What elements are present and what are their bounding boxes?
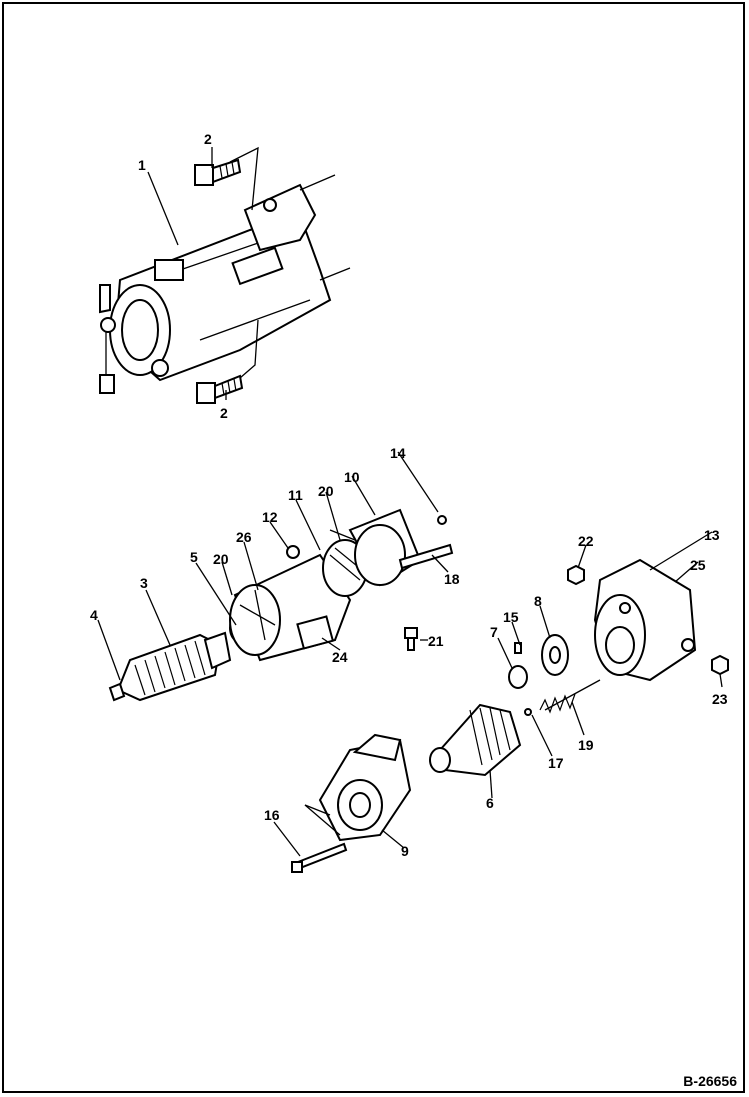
callout-16: 16 [264,807,280,823]
callout-20-left: 20 [213,551,229,567]
callout-17: 17 [548,755,564,771]
front-bracket [318,733,412,842]
callout-2-top: 2 [204,131,212,147]
long-bolt [291,842,348,873]
callout-18: 18 [444,571,460,587]
screw-21 [404,627,418,651]
gear [541,634,569,676]
yoke [229,553,352,662]
callout-19: 19 [578,737,594,753]
callout-7: 7 [490,624,498,640]
end-cover [348,508,454,587]
callout-23: 23 [712,691,728,707]
drawing-id: B-26656 [683,1073,737,1089]
callout-8: 8 [534,593,542,609]
drive-housing [593,558,697,682]
callout-3: 3 [140,575,148,591]
leader-lines [97,146,723,857]
callout-11: 11 [288,487,303,503]
bolt-top [194,158,242,186]
callouts: 1 2 2 3 4 5 6 7 8 9 10 11 12 13 14 15 16… [90,131,728,859]
callout-6: 6 [486,795,494,811]
spring [524,693,576,716]
callout-21: 21 [428,633,444,649]
callout-4: 4 [90,607,98,623]
pinion-clutch [429,703,522,777]
callout-22: 22 [578,533,594,549]
callout-9: 9 [401,843,409,859]
nut-22 [567,564,585,586]
callout-5: 5 [190,549,198,565]
bolt-bottom [196,374,244,404]
callout-26: 26 [236,529,252,545]
nut-23 [711,654,729,676]
small-parts [508,642,528,689]
callout-14: 14 [390,445,406,461]
callout-20-right: 20 [318,483,334,499]
callout-24: 24 [332,649,348,665]
starter-assembly [99,174,351,394]
callout-13: 13 [704,527,720,543]
callout-12: 12 [262,509,278,525]
callout-1: 1 [138,157,146,173]
callout-15: 15 [503,609,519,625]
callout-2-bottom: 2 [220,405,228,421]
callout-10: 10 [344,469,360,485]
callout-25: 25 [690,557,706,573]
armature [108,631,232,702]
